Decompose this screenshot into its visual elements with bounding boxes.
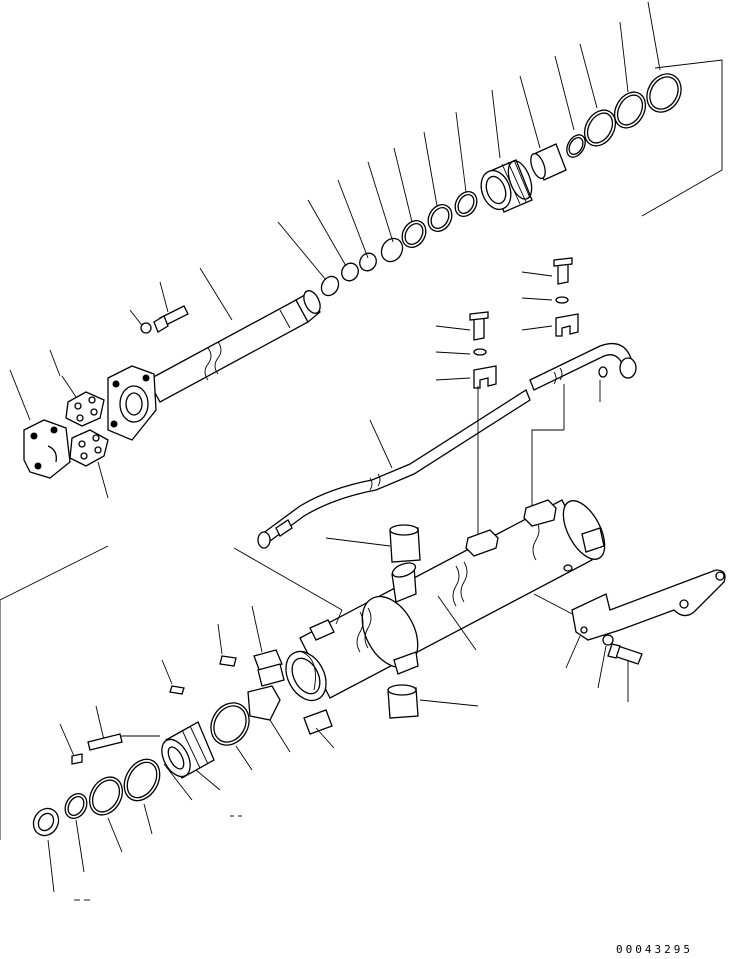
- clamp-plates: [9, 349, 109, 499]
- top-bracket-line: [641, 59, 723, 217]
- gland: [0, 545, 343, 901]
- hose-line: [257, 389, 531, 549]
- tube-line: [529, 342, 637, 402]
- piston-seal-group: [277, 1, 682, 297]
- bushing-lower: [387, 684, 479, 719]
- cylinder-tube: [285, 499, 606, 702]
- drawing-code: 00043295: [616, 943, 693, 956]
- tube-clamps: [435, 257, 579, 534]
- bracket: [533, 569, 726, 702]
- bushing-upper: [325, 524, 421, 563]
- rod-assembly: [107, 267, 321, 441]
